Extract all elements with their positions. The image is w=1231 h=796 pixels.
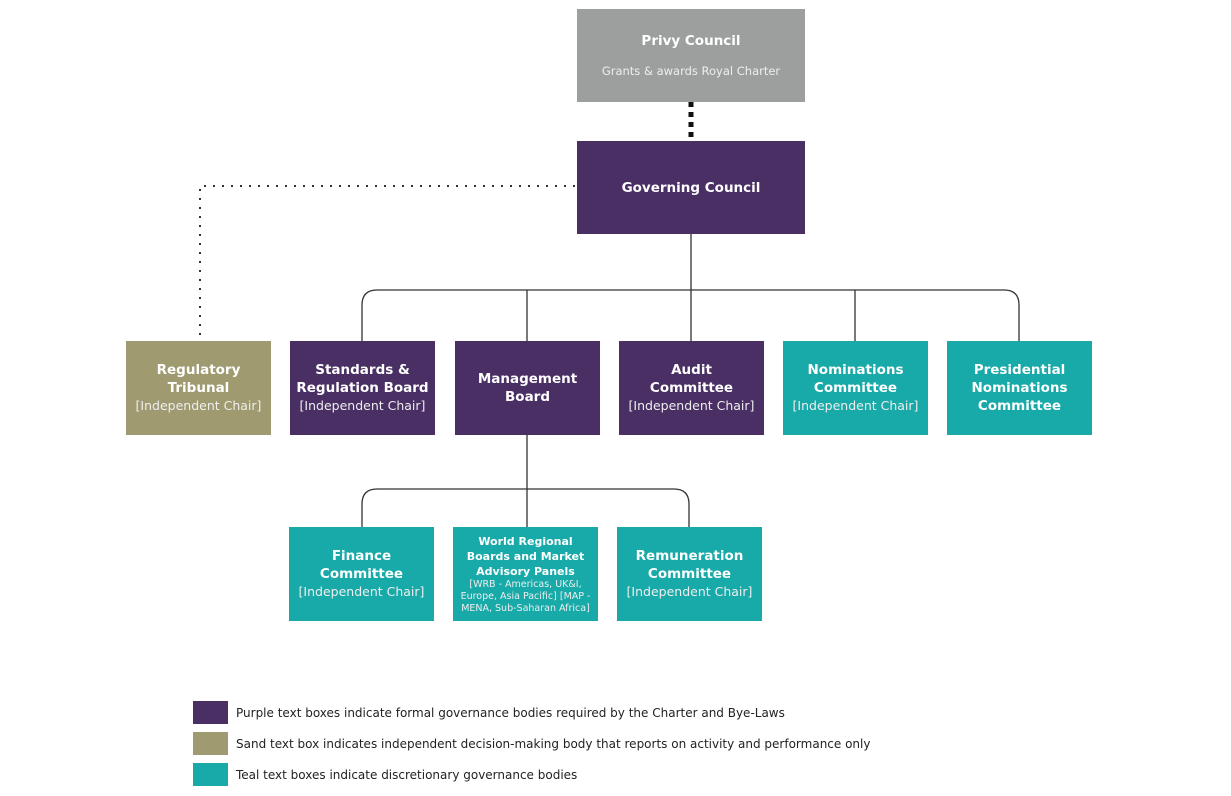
- governing-tribunal-dotted-link: [199, 185, 575, 341]
- nominations-committee-subtitle: [Independent Chair]: [792, 398, 919, 413]
- standards-board-box: Standards & Regulation Board [Independen…: [290, 341, 435, 435]
- remuneration-committee-title: Remuneration Committee: [635, 548, 744, 582]
- governing-council-title: Governing Council: [621, 179, 761, 196]
- privy-council-subtitle: Grants & awards Royal Charter: [601, 63, 781, 78]
- management-subcommittee-connectors: [361, 434, 690, 527]
- management-board-box: Management Board: [455, 341, 600, 435]
- legend-item-teal: Teal text boxes indicate discretionary g…: [193, 763, 577, 786]
- presidential-nominations-box: Presidential Nominations Committee: [947, 341, 1092, 435]
- audit-committee-title: Audit Committee: [649, 362, 734, 396]
- nominations-committee-title: Nominations Committee: [807, 362, 904, 396]
- standards-board-title: Standards & Regulation Board: [296, 362, 429, 396]
- finance-committee-box: Finance Committee [Independent Chair]: [289, 527, 434, 621]
- finance-committee-subtitle: [Independent Chair]: [298, 584, 425, 599]
- governing-committee-connectors: [361, 234, 1020, 341]
- presidential-nominations-title: Presidential Nominations Committee: [971, 362, 1068, 414]
- regulatory-tribunal-subtitle: [Independent Chair]: [135, 398, 262, 413]
- legend-swatch-teal: [193, 763, 228, 786]
- legend-swatch-sand: [193, 732, 228, 755]
- regulatory-tribunal-title: Regulatory Tribunal: [156, 362, 241, 396]
- remuneration-committee-subtitle: [Independent Chair]: [626, 584, 753, 599]
- legend-text-sand: Sand text box indicates independent deci…: [236, 736, 871, 751]
- remuneration-committee-box: Remuneration Committee [Independent Chai…: [617, 527, 762, 621]
- world-regional-boards-title: World Regional Boards and Market Advisor…: [466, 534, 585, 578]
- finance-committee-title: Finance Committee: [319, 548, 404, 582]
- audit-committee-box: Audit Committee [Independent Chair]: [619, 341, 764, 435]
- management-board-title: Management Board: [477, 371, 578, 405]
- world-regional-boards-box: World Regional Boards and Market Advisor…: [453, 527, 598, 621]
- privy-council-title: Privy Council: [641, 32, 741, 49]
- legend-swatch-purple: [193, 701, 228, 724]
- nominations-committee-box: Nominations Committee [Independent Chair…: [783, 341, 928, 435]
- legend-text-purple: Purple text boxes indicate formal govern…: [236, 705, 785, 720]
- governing-council-box: Governing Council: [577, 141, 805, 234]
- world-regional-boards-subtitle: [WRB - Americas, UK&I, Europe, Asia Paci…: [460, 578, 591, 614]
- standards-board-subtitle: [Independent Chair]: [299, 398, 426, 413]
- privy-council-box: Privy Council Grants & awards Royal Char…: [577, 9, 805, 102]
- legend-text-teal: Teal text boxes indicate discretionary g…: [236, 767, 578, 782]
- regulatory-tribunal-box: Regulatory Tribunal [Independent Chair]: [126, 341, 271, 435]
- legend-item-sand: Sand text box indicates independent deci…: [193, 732, 870, 755]
- audit-committee-subtitle: [Independent Chair]: [628, 398, 755, 413]
- legend-item-purple: Purple text boxes indicate formal govern…: [193, 701, 785, 724]
